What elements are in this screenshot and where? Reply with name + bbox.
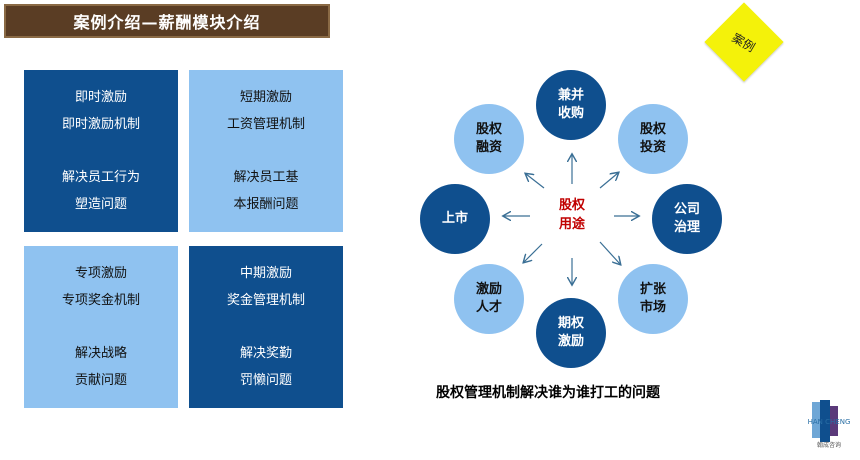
node-ipo: 上市 [420, 184, 490, 254]
quadrant-short-term-incentive: 短期激励 工资管理机制 解决员工基 本报酬问题 [189, 70, 343, 232]
diagram-caption: 股权管理机制解决谁为谁打工的问题 [436, 385, 660, 401]
node-market-expansion: 扩张 市场 [618, 264, 688, 334]
node-talent-incentive: 激励 人才 [454, 264, 524, 334]
company-logo-icon [812, 400, 838, 442]
node-merger-acquisition: 兼并 收购 [536, 70, 606, 140]
node-line-2: 治理 [673, 220, 700, 235]
quadrant-mechanism: 工资管理机制 [226, 117, 305, 132]
quadrant-mechanism: 即时激励机制 [61, 117, 140, 132]
node-line-1: 上市 [441, 211, 468, 226]
quadrant-heading: 即时激励 [74, 90, 127, 105]
quadrant-purpose: 解决员工行为 [61, 170, 140, 185]
quadrant-mechanism: 专项奖金机制 [61, 293, 140, 308]
quadrant-heading: 短期激励 [239, 90, 292, 105]
quadrant-mechanism: 奖金管理机制 [226, 293, 305, 308]
node-line-1: 股权 [475, 122, 502, 137]
quadrant-purpose: 解决战略 [74, 346, 127, 361]
node-option-incentive: 期权 激励 [536, 298, 606, 368]
node-line-1: 激励 [475, 282, 502, 297]
node-line-1: 扩张 [639, 282, 666, 297]
arrow-up-left [526, 174, 545, 189]
quadrant-purpose-cont: 塑造问题 [74, 197, 127, 212]
quadrant-special-incentive: 专项激励 专项奖金机制 解决战略 贡献问题 [24, 246, 178, 408]
quadrant-purpose-cont: 本报酬问题 [233, 197, 299, 212]
center-line-1: 股权 [558, 198, 585, 213]
node-line-1: 期权 [557, 316, 584, 331]
node-line-2: 收购 [557, 106, 584, 121]
quadrant-purpose-cont: 贡献问题 [74, 373, 127, 388]
node-line-1: 公司 [673, 202, 700, 217]
center-line-2: 用途 [558, 217, 585, 232]
logo-brand: HAN CHENG [807, 418, 851, 426]
quadrant-heading: 专项激励 [74, 266, 127, 281]
quadrant-purpose: 解决奖勤 [239, 346, 292, 361]
node-line-1: 兼并 [557, 88, 584, 103]
quadrant-purpose-cont: 罚懒问题 [239, 373, 292, 388]
page-title: 案例介绍—薪酬模块介绍 [4, 4, 330, 38]
node-line-2: 融资 [475, 140, 502, 155]
quadrant-instant-incentive: 即时激励 即时激励机制 解决员工行为 塑造问题 [24, 70, 178, 232]
arrow-down-right [599, 241, 620, 264]
quadrant-heading: 中期激励 [239, 266, 292, 281]
logo-subtitle: 翰成咨询 [816, 442, 841, 449]
node-corporate-governance: 公司 治理 [652, 184, 722, 254]
quadrant-purpose: 解决员工基 [233, 170, 299, 185]
node-line-2: 激励 [557, 334, 584, 349]
node-equity-financing: 股权 融资 [454, 104, 524, 174]
node-line-2: 投资 [639, 140, 666, 155]
node-line-1: 股权 [639, 122, 666, 137]
node-line-2: 市场 [639, 300, 666, 315]
node-equity-investment: 股权 投资 [618, 104, 688, 174]
center-equity-usage: 股权 用途 [548, 196, 596, 234]
arrow-up-right [599, 173, 618, 189]
node-line-2: 人才 [475, 300, 502, 315]
quadrant-mid-term-incentive: 中期激励 奖金管理机制 解决奖勤 罚懒问题 [189, 246, 343, 408]
arrow-down-left [524, 243, 543, 262]
